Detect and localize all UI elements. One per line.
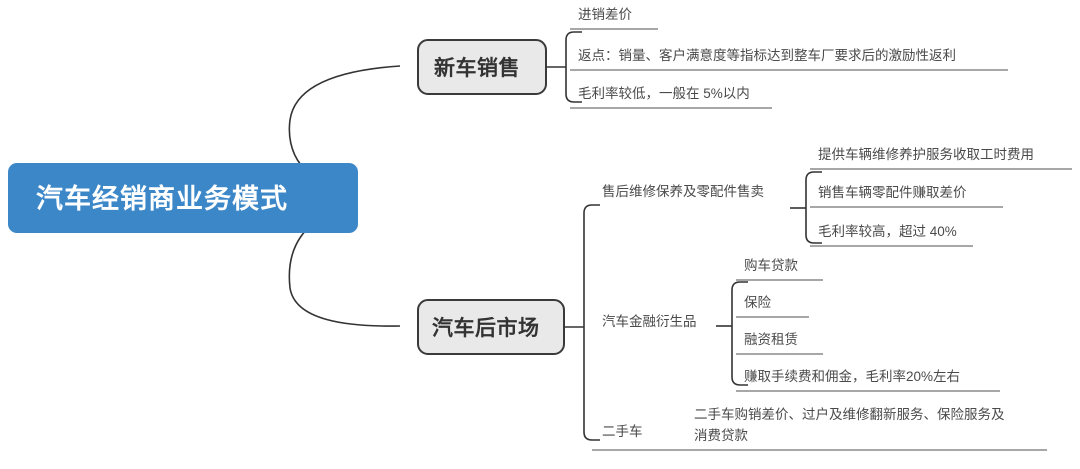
leaf-auto-finance[interactable]: 汽车金融衍生品 [602, 313, 697, 329]
leaf-auto-finance-label: 汽车金融衍生品 [602, 313, 697, 329]
branch-node-aftermarket[interactable]: 汽车后市场 [417, 299, 565, 355]
bracket-finance-children [731, 281, 748, 386]
bracket-aftermarket-children [583, 204, 600, 441]
bracket-service-children [805, 171, 822, 244]
leaf-finance-1-label: 保险 [744, 295, 772, 310]
leaf-used-car-label: 二手车 [602, 423, 643, 439]
leaf-service-1-label: 销售车辆零配件赚取差价 [818, 184, 967, 200]
leaf-service-2-label: 毛利率较高，超过 40% [818, 223, 957, 239]
leaf-new-car-2-label: 毛利率较低，一般在 5%以内 [578, 85, 750, 101]
leaf-aftermarket-service-label: 售后维修保养及零配件售卖 [602, 184, 764, 199]
leaf-new-car-1-label: 返点：销量、客户满意度等指标达到整车厂要求后的激励性返利 [578, 47, 956, 63]
leaf-finance-2[interactable]: 融资租赁 [736, 332, 823, 355]
leaf-used-car-detail-line2: 消费贷款 [694, 428, 748, 443]
leaf-finance-3[interactable]: 赚取手续费和佣金，毛利率20%左右 [736, 368, 1000, 392]
leaf-new-car-2[interactable]: 毛利率较低，一般在 5%以内 [570, 85, 772, 109]
leaf-service-1[interactable]: 销售车辆零配件赚取差价 [810, 184, 1003, 208]
leaf-new-car-0[interactable]: 进销差价 [570, 7, 658, 30]
leaf-service-0[interactable]: 提供车辆维修养护服务收取工时费用 [810, 146, 1072, 170]
leaf-used-car-detail[interactable]: 二手车购销差价、过户及维修翻新服务、保险服务及 消费贷款 [592, 406, 1047, 451]
leaf-finance-1[interactable]: 保险 [736, 295, 809, 318]
leaf-finance-3-label: 赚取手续费和佣金，毛利率20%左右 [744, 368, 960, 384]
branch-node-new-car-sales[interactable]: 新车销售 [417, 39, 547, 95]
leaf-used-car-detail-line1: 二手车购销差价、过户及维修翻新服务、保险服务及 [694, 406, 1005, 422]
root-node-box [8, 163, 358, 233]
root-node-label: 汽车经销商业务模式 [36, 183, 288, 214]
branch-aftermarket-label: 汽车后市场 [432, 316, 540, 340]
leaf-new-car-0-label: 进销差价 [578, 7, 632, 22]
leaf-service-0-label: 提供车辆维修养护服务收取工时费用 [818, 146, 1034, 162]
root-node[interactable]: 汽车经销商业务模式 [8, 163, 358, 233]
leaf-service-2[interactable]: 毛利率较高，超过 40% [810, 223, 973, 247]
leaf-aftermarket-service[interactable]: 售后维修保养及零配件售卖 [602, 184, 764, 199]
leaf-finance-0[interactable]: 购车贷款 [736, 257, 823, 281]
leaf-finance-2-label: 融资租赁 [744, 332, 798, 347]
bracket-new-car-children [565, 31, 582, 103]
branch-new-car-sales-label: 新车销售 [434, 56, 520, 80]
leaf-new-car-1[interactable]: 返点：销量、客户满意度等指标达到整车厂要求后的激励性返利 [570, 47, 1008, 71]
leaf-used-car[interactable]: 二手车 [602, 423, 643, 439]
leaf-finance-0-label: 购车贷款 [744, 257, 798, 273]
